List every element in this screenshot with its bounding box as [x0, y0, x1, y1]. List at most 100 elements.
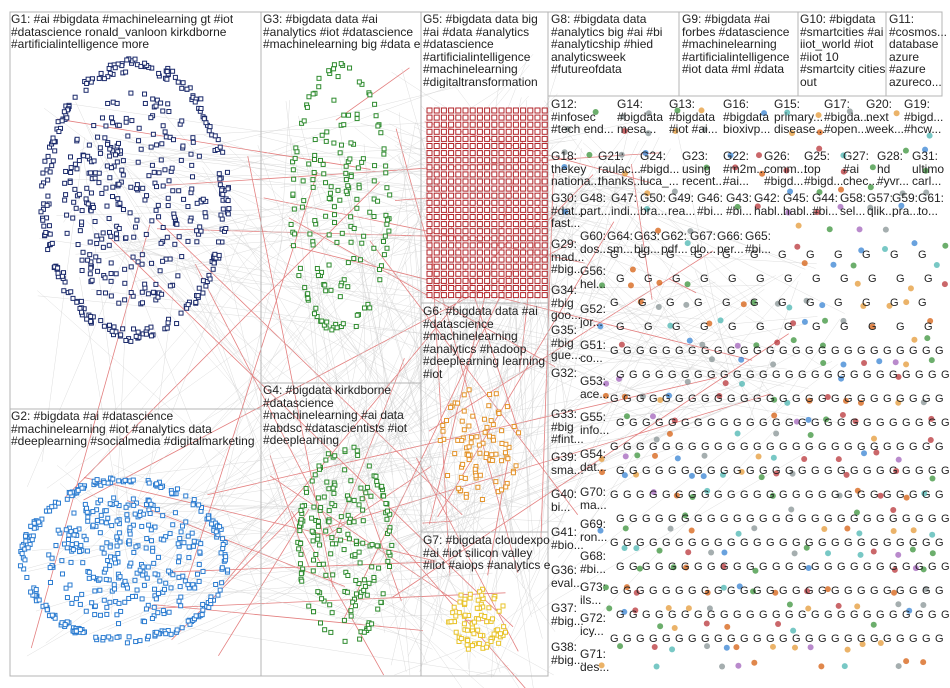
- node: [386, 228, 392, 234]
- small-group-tile: G: [840, 273, 849, 285]
- node: [854, 487, 861, 494]
- node: [115, 551, 121, 557]
- node: [505, 143, 512, 149]
- node: [71, 199, 77, 205]
- small-group-tile: G: [922, 537, 931, 549]
- small-group-tile: G: [649, 345, 658, 357]
- node: [440, 185, 447, 192]
- node: [785, 209, 792, 216]
- node: [139, 523, 145, 529]
- edge: [464, 448, 531, 627]
- node: [88, 318, 94, 324]
- node: [927, 437, 934, 444]
- node: [84, 316, 90, 322]
- edge: [446, 148, 671, 563]
- node: [148, 538, 154, 544]
- node: [170, 137, 176, 143]
- small-group-tile: G: [805, 489, 814, 501]
- small-group-tile: G: [928, 561, 937, 573]
- node: [116, 300, 122, 306]
- node: [152, 586, 158, 592]
- edge: [508, 363, 694, 648]
- node: [76, 158, 82, 164]
- node: [352, 603, 358, 609]
- small-group-tile: G: [902, 417, 911, 429]
- small-group-tile: G: [772, 561, 781, 573]
- node: [493, 451, 499, 457]
- node: [440, 107, 447, 114]
- node: [108, 271, 114, 277]
- edge-red: [415, 457, 519, 652]
- small-group-tile: G: [629, 417, 638, 429]
- node: [433, 263, 440, 270]
- node: [161, 537, 167, 543]
- node: [41, 223, 47, 229]
- node: [448, 192, 455, 199]
- node: [296, 273, 302, 279]
- small-group-tile: G: [883, 441, 892, 453]
- node: [895, 601, 902, 608]
- edge: [582, 142, 787, 321]
- node: [840, 152, 847, 159]
- node: [469, 185, 476, 192]
- edge: [491, 553, 510, 596]
- node: [498, 143, 505, 149]
- node: [23, 538, 29, 544]
- node: [653, 663, 660, 670]
- node: [179, 118, 185, 124]
- node: [353, 577, 359, 583]
- node: [225, 211, 231, 217]
- small-group-tile: G: [779, 441, 788, 453]
- node: [903, 494, 910, 501]
- node: [371, 214, 377, 220]
- small-group-tile: G: [759, 417, 768, 429]
- node: [200, 568, 206, 574]
- small-group-tile: G: [935, 537, 944, 549]
- node: [337, 150, 343, 156]
- node: [179, 254, 185, 260]
- node: [444, 418, 450, 424]
- node: [920, 399, 927, 406]
- node: [201, 116, 207, 122]
- node: [455, 192, 462, 199]
- node: [172, 510, 178, 516]
- node: [903, 299, 910, 306]
- node: [133, 333, 139, 339]
- node: [433, 292, 440, 299]
- node: [787, 188, 794, 195]
- node: [541, 256, 548, 263]
- small-group-tile: G: [889, 609, 898, 621]
- node: [498, 235, 505, 242]
- node: [64, 212, 70, 218]
- node: [816, 145, 823, 152]
- node: [99, 190, 105, 196]
- edge: [45, 247, 569, 644]
- node: [99, 519, 105, 525]
- node: [356, 581, 362, 587]
- small-group-tile: G: [824, 609, 833, 621]
- node: [433, 164, 440, 171]
- node: [89, 600, 95, 606]
- node: [90, 205, 96, 211]
- node: [101, 323, 107, 329]
- node: [167, 283, 173, 289]
- node: [297, 528, 303, 534]
- node: [354, 111, 360, 117]
- node: [534, 206, 541, 213]
- node: [336, 527, 342, 533]
- node: [352, 552, 358, 558]
- node: [633, 545, 640, 552]
- node: [103, 566, 109, 572]
- node: [46, 552, 52, 558]
- node: [498, 277, 505, 284]
- edge: [561, 175, 643, 230]
- node: [505, 249, 512, 256]
- node: [356, 549, 362, 555]
- edge: [339, 124, 393, 476]
- node: [471, 619, 477, 625]
- node: [47, 169, 53, 175]
- node: [95, 500, 101, 506]
- node: [455, 157, 462, 164]
- node: [194, 571, 200, 577]
- node: [155, 610, 161, 616]
